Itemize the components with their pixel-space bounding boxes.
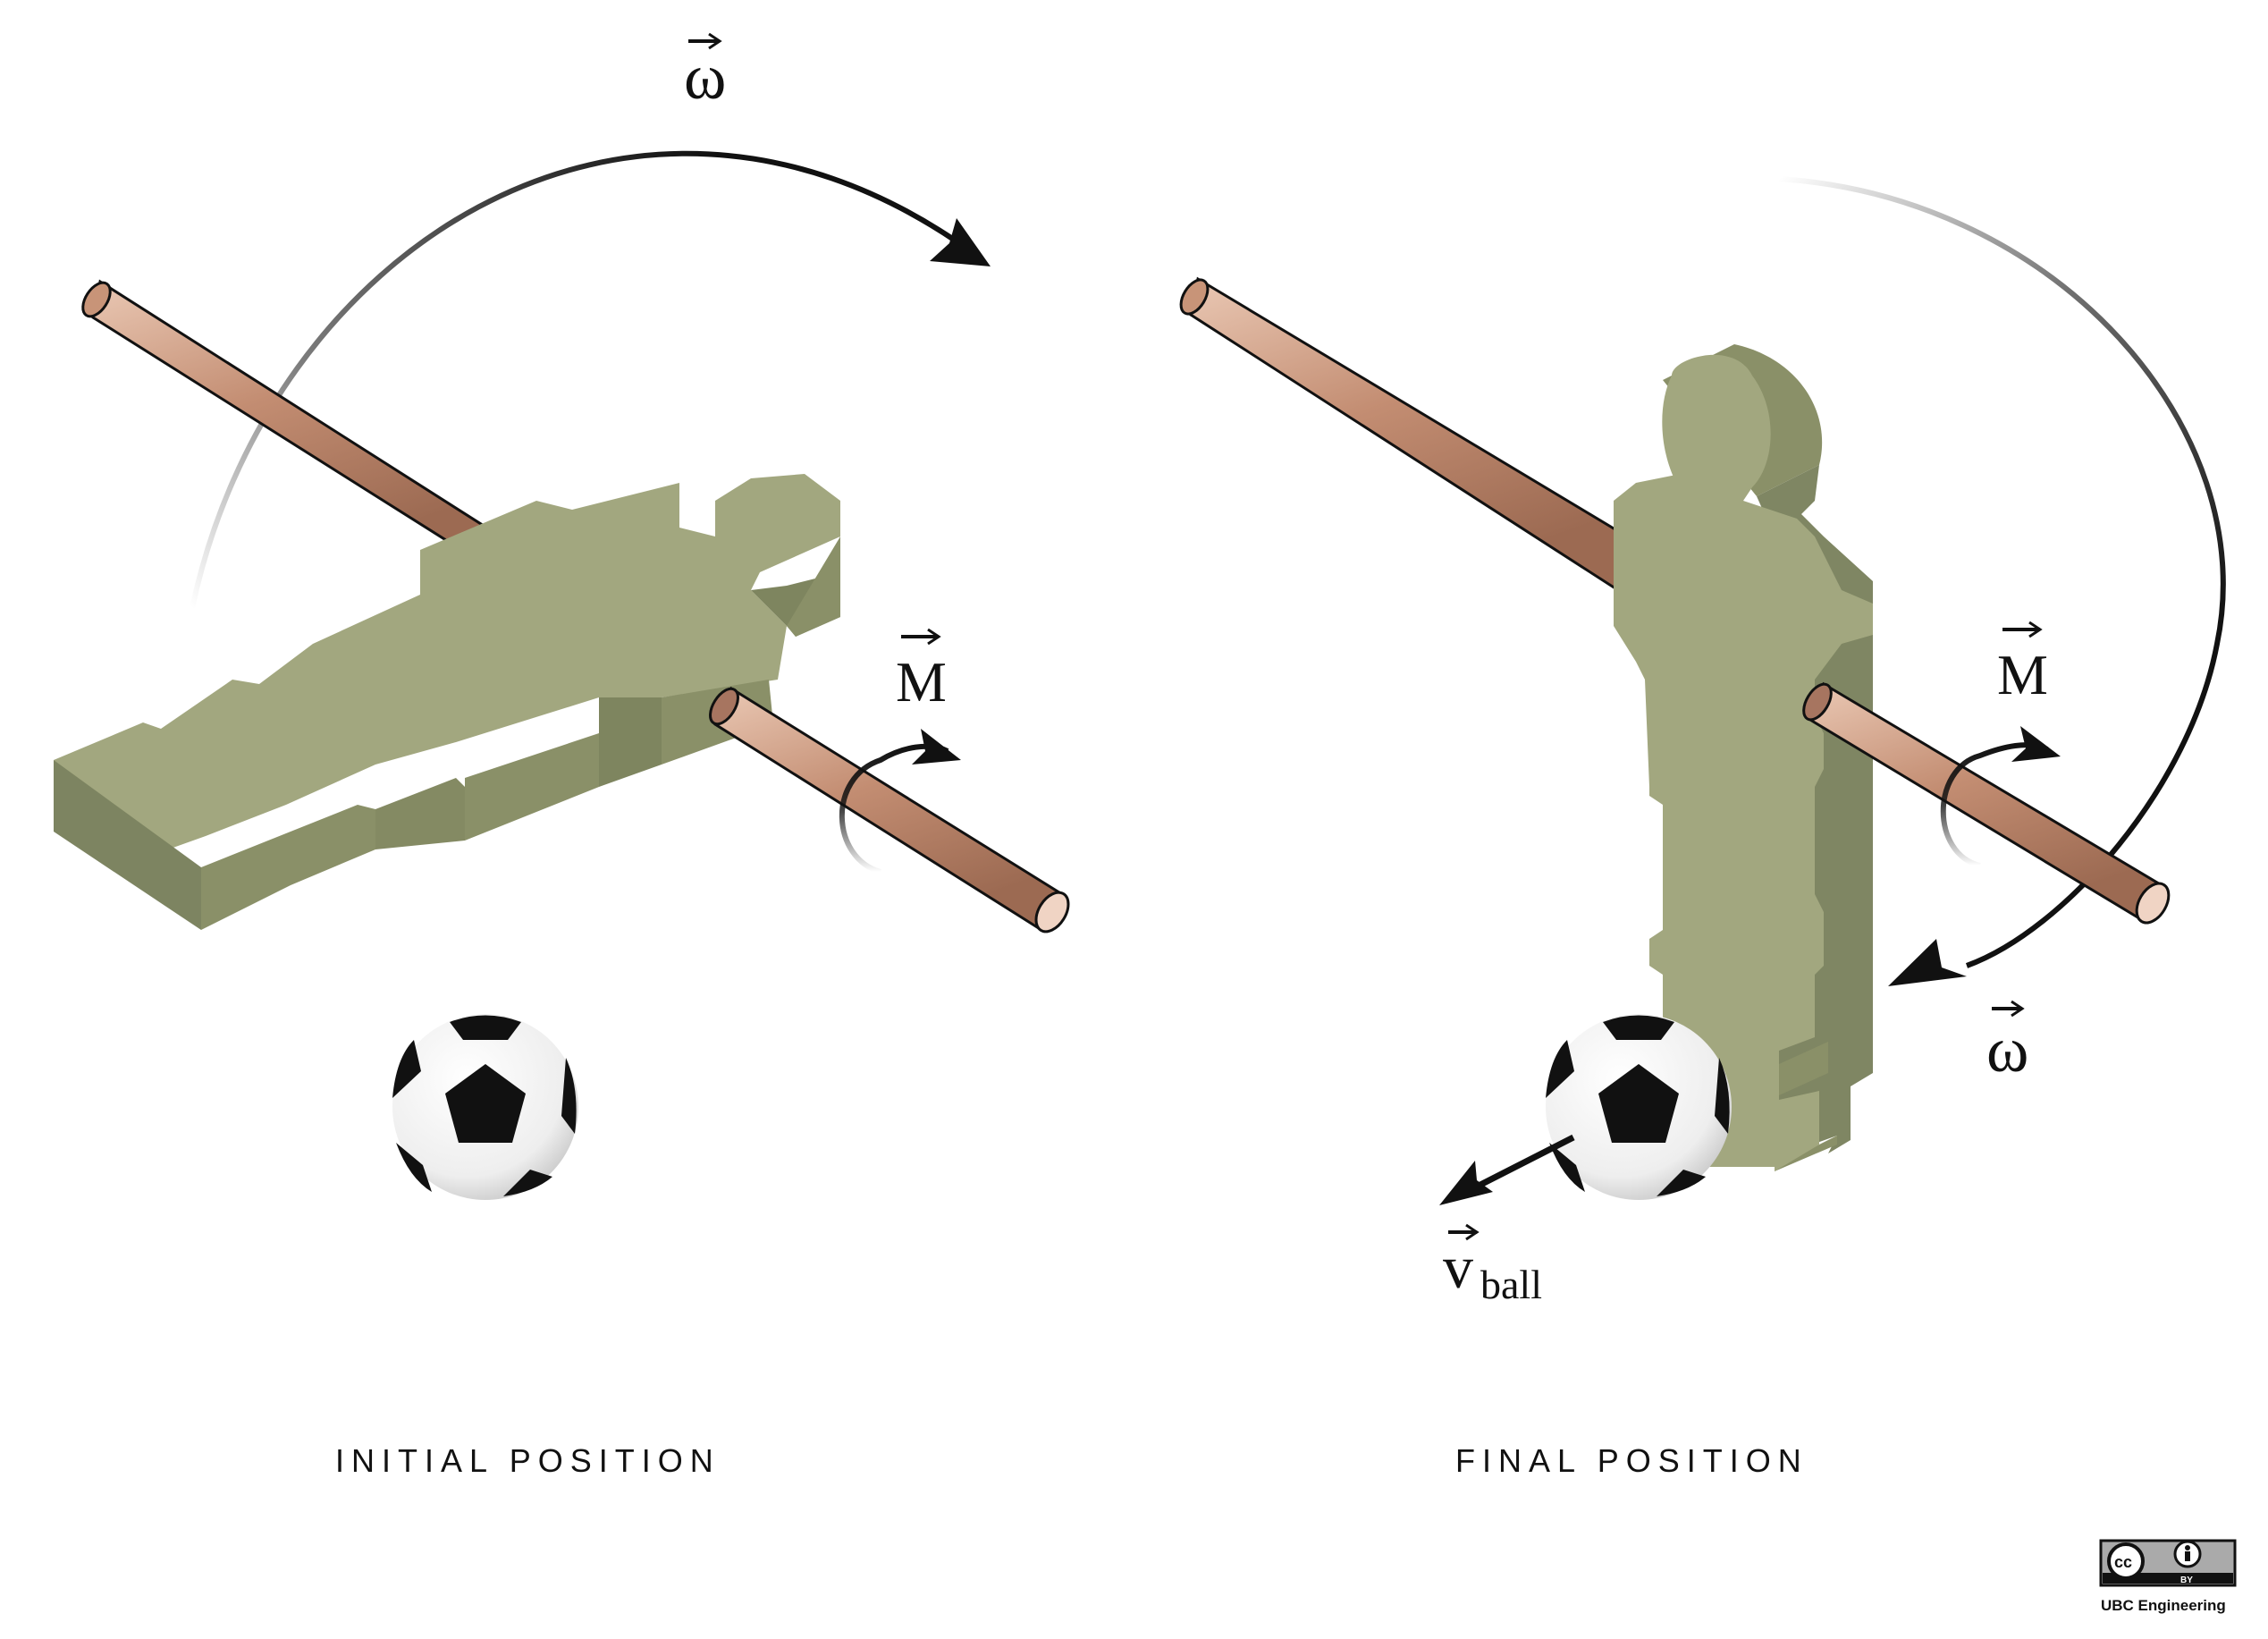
moment-arrow-curve-final — [1940, 742, 2049, 868]
cc-text: cc — [2114, 1553, 2132, 1571]
velocity-subscript: ball — [1480, 1262, 1542, 1307]
final-position-panel — [1179, 176, 2226, 1205]
initial-position-panel — [54, 150, 1070, 1200]
moment-label-initial: M — [896, 628, 947, 714]
omega-symbol: ω — [684, 41, 726, 113]
caption-initial-position: INITIAL POSITION — [335, 1442, 721, 1479]
moment-arrow-curve — [839, 743, 949, 874]
caption-final-position: FINAL POSITION — [1455, 1442, 1808, 1479]
rotation-arrow-head — [930, 218, 991, 266]
moment-label-final: M — [1997, 621, 2048, 706]
rotation-arrow-head-final — [1888, 939, 1967, 986]
foosball-player-standing — [1614, 344, 1873, 1171]
soccer-ball-final — [1546, 1014, 1732, 1200]
soccer-ball — [392, 1014, 578, 1200]
velocity-label: v ball — [1443, 1223, 1542, 1307]
moment-symbol: M — [896, 650, 947, 714]
foosball-rod-front-final — [1802, 681, 2171, 925]
foosball-player-flat — [54, 474, 840, 930]
moment-symbol-final: M — [1997, 643, 2048, 706]
omega-label-final: ω — [1986, 1000, 2028, 1086]
omega-label-initial: ω — [684, 32, 726, 113]
velocity-arrow-line — [1473, 1134, 1575, 1191]
foosball-rod-front — [709, 686, 1070, 934]
rotation-arrow-arc — [190, 150, 958, 609]
cc-by-license-icon: cc BY UBC Engineering — [2099, 1539, 2237, 1614]
velocity-arrow-head — [1439, 1161, 1493, 1205]
omega-symbol-final: ω — [1986, 1014, 2028, 1086]
velocity-symbol: v — [1443, 1233, 1473, 1301]
foosball-rod-back-final — [1179, 276, 1629, 593]
moment-arrow-head — [912, 729, 961, 765]
foosball-rod-back — [81, 279, 503, 566]
moment-arrow-head-final — [2011, 726, 2061, 762]
by-text: BY — [2180, 1576, 2193, 1585]
credit-text: UBC Engineering — [2101, 1597, 2226, 1614]
